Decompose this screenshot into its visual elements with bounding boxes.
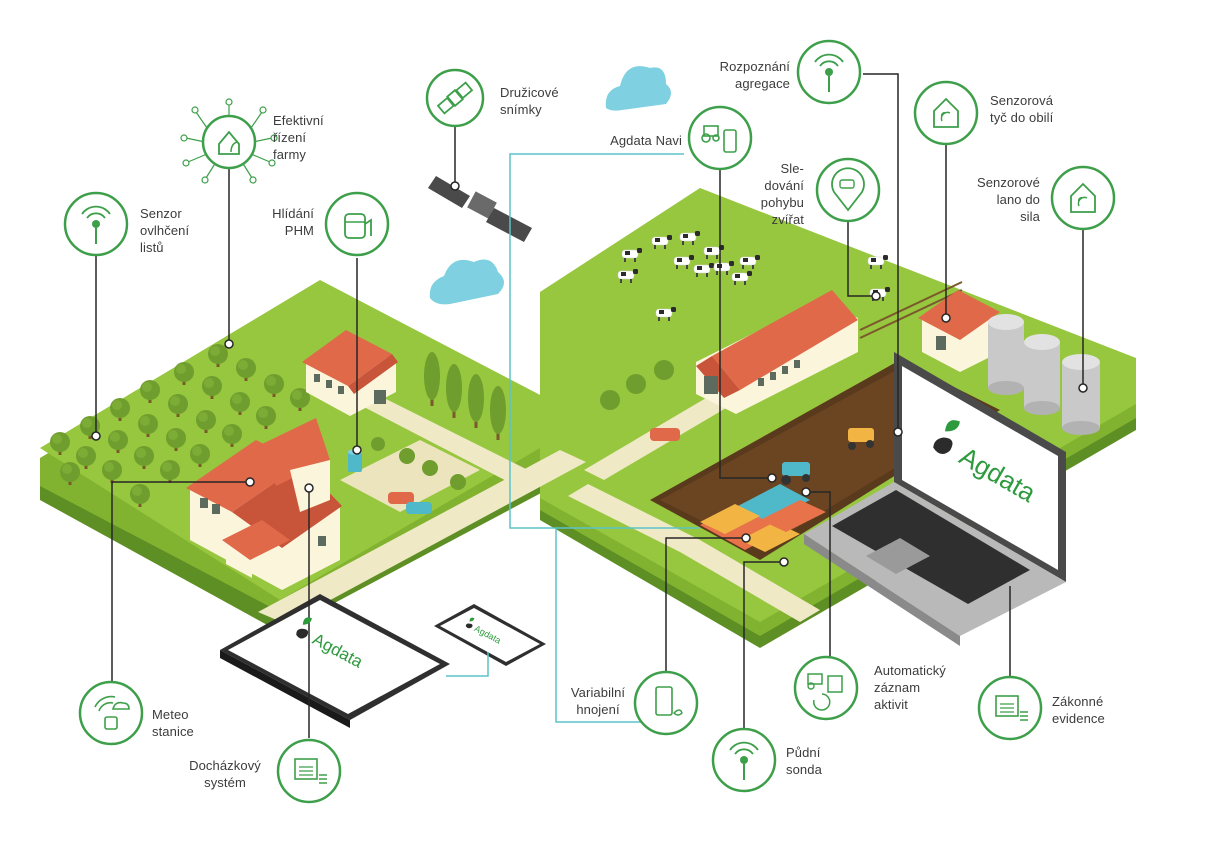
- label-automaticky-zaznam: Automatický záznam aktivit: [874, 663, 946, 712]
- label-rozpoznani-agregace: Rozpoznání agregace: [719, 59, 790, 91]
- silo-sensor-icon: [1050, 165, 1116, 231]
- fuel-tank-icon: [324, 191, 390, 257]
- network-nodes: [180, 98, 278, 184]
- animal-location-icon: [815, 157, 881, 223]
- phone-plant-icon: [633, 670, 699, 736]
- label-variabilni-hnojeni: Variabilní hnojení: [570, 685, 626, 717]
- label-druzicove-snimky: Družicové snímky: [500, 85, 559, 117]
- tablet: [220, 594, 450, 728]
- label-sledovani-zvirat: Sle- dování pohybu zvířat: [760, 161, 804, 227]
- signal-icon: [796, 39, 862, 105]
- label-dochazkovy-system: Docházkový systém: [189, 758, 261, 790]
- grain-sensor-icon: [913, 80, 979, 146]
- callout-lines: [95, 73, 1084, 738]
- callout-dots: [91, 181, 1088, 567]
- label-zakonne-evidence: Zákonné evidence: [1052, 694, 1105, 726]
- farmhouse-main: [186, 418, 342, 590]
- label-efektivni-rizeni: Efektivní řízení farmy: [273, 113, 324, 162]
- satellite-icon: [425, 68, 485, 128]
- label-meteo-stanice: Meteo stanice: [152, 707, 194, 739]
- label-senzorova-tyc: Senzorová tyč do obilí: [990, 93, 1054, 125]
- label-pudni-sonda: Půdní sonda: [786, 745, 822, 777]
- soil-probe-icon: [711, 727, 777, 793]
- calendar-records-icon: [977, 675, 1043, 741]
- label-senzor-ovlhceni: Senzor ovlhčení listů: [140, 206, 190, 255]
- activity-log-icon: [793, 655, 859, 721]
- leaf-wetness-sensor-icon: [63, 191, 129, 257]
- label-agdata-navi: Agdata Navi: [610, 133, 682, 148]
- label-hlidani-phm: Hlídání PHM: [272, 206, 314, 238]
- weather-station-icon: [78, 680, 144, 746]
- label-senzorove-lano: Senzorové lano do sila: [976, 175, 1040, 224]
- barn: [696, 290, 858, 414]
- laptop: [804, 352, 1066, 646]
- calendar-icon: [276, 738, 342, 804]
- silos: [988, 314, 1100, 435]
- clouds: [429, 66, 671, 305]
- fence: [859, 281, 963, 339]
- tractor-phone-icon: [687, 105, 753, 171]
- satellite: [428, 176, 532, 242]
- farm-management-icon: [201, 114, 257, 170]
- vehicles: [388, 428, 874, 514]
- phone: [434, 604, 546, 666]
- link-lines: [446, 153, 700, 723]
- house-top: [302, 330, 398, 416]
